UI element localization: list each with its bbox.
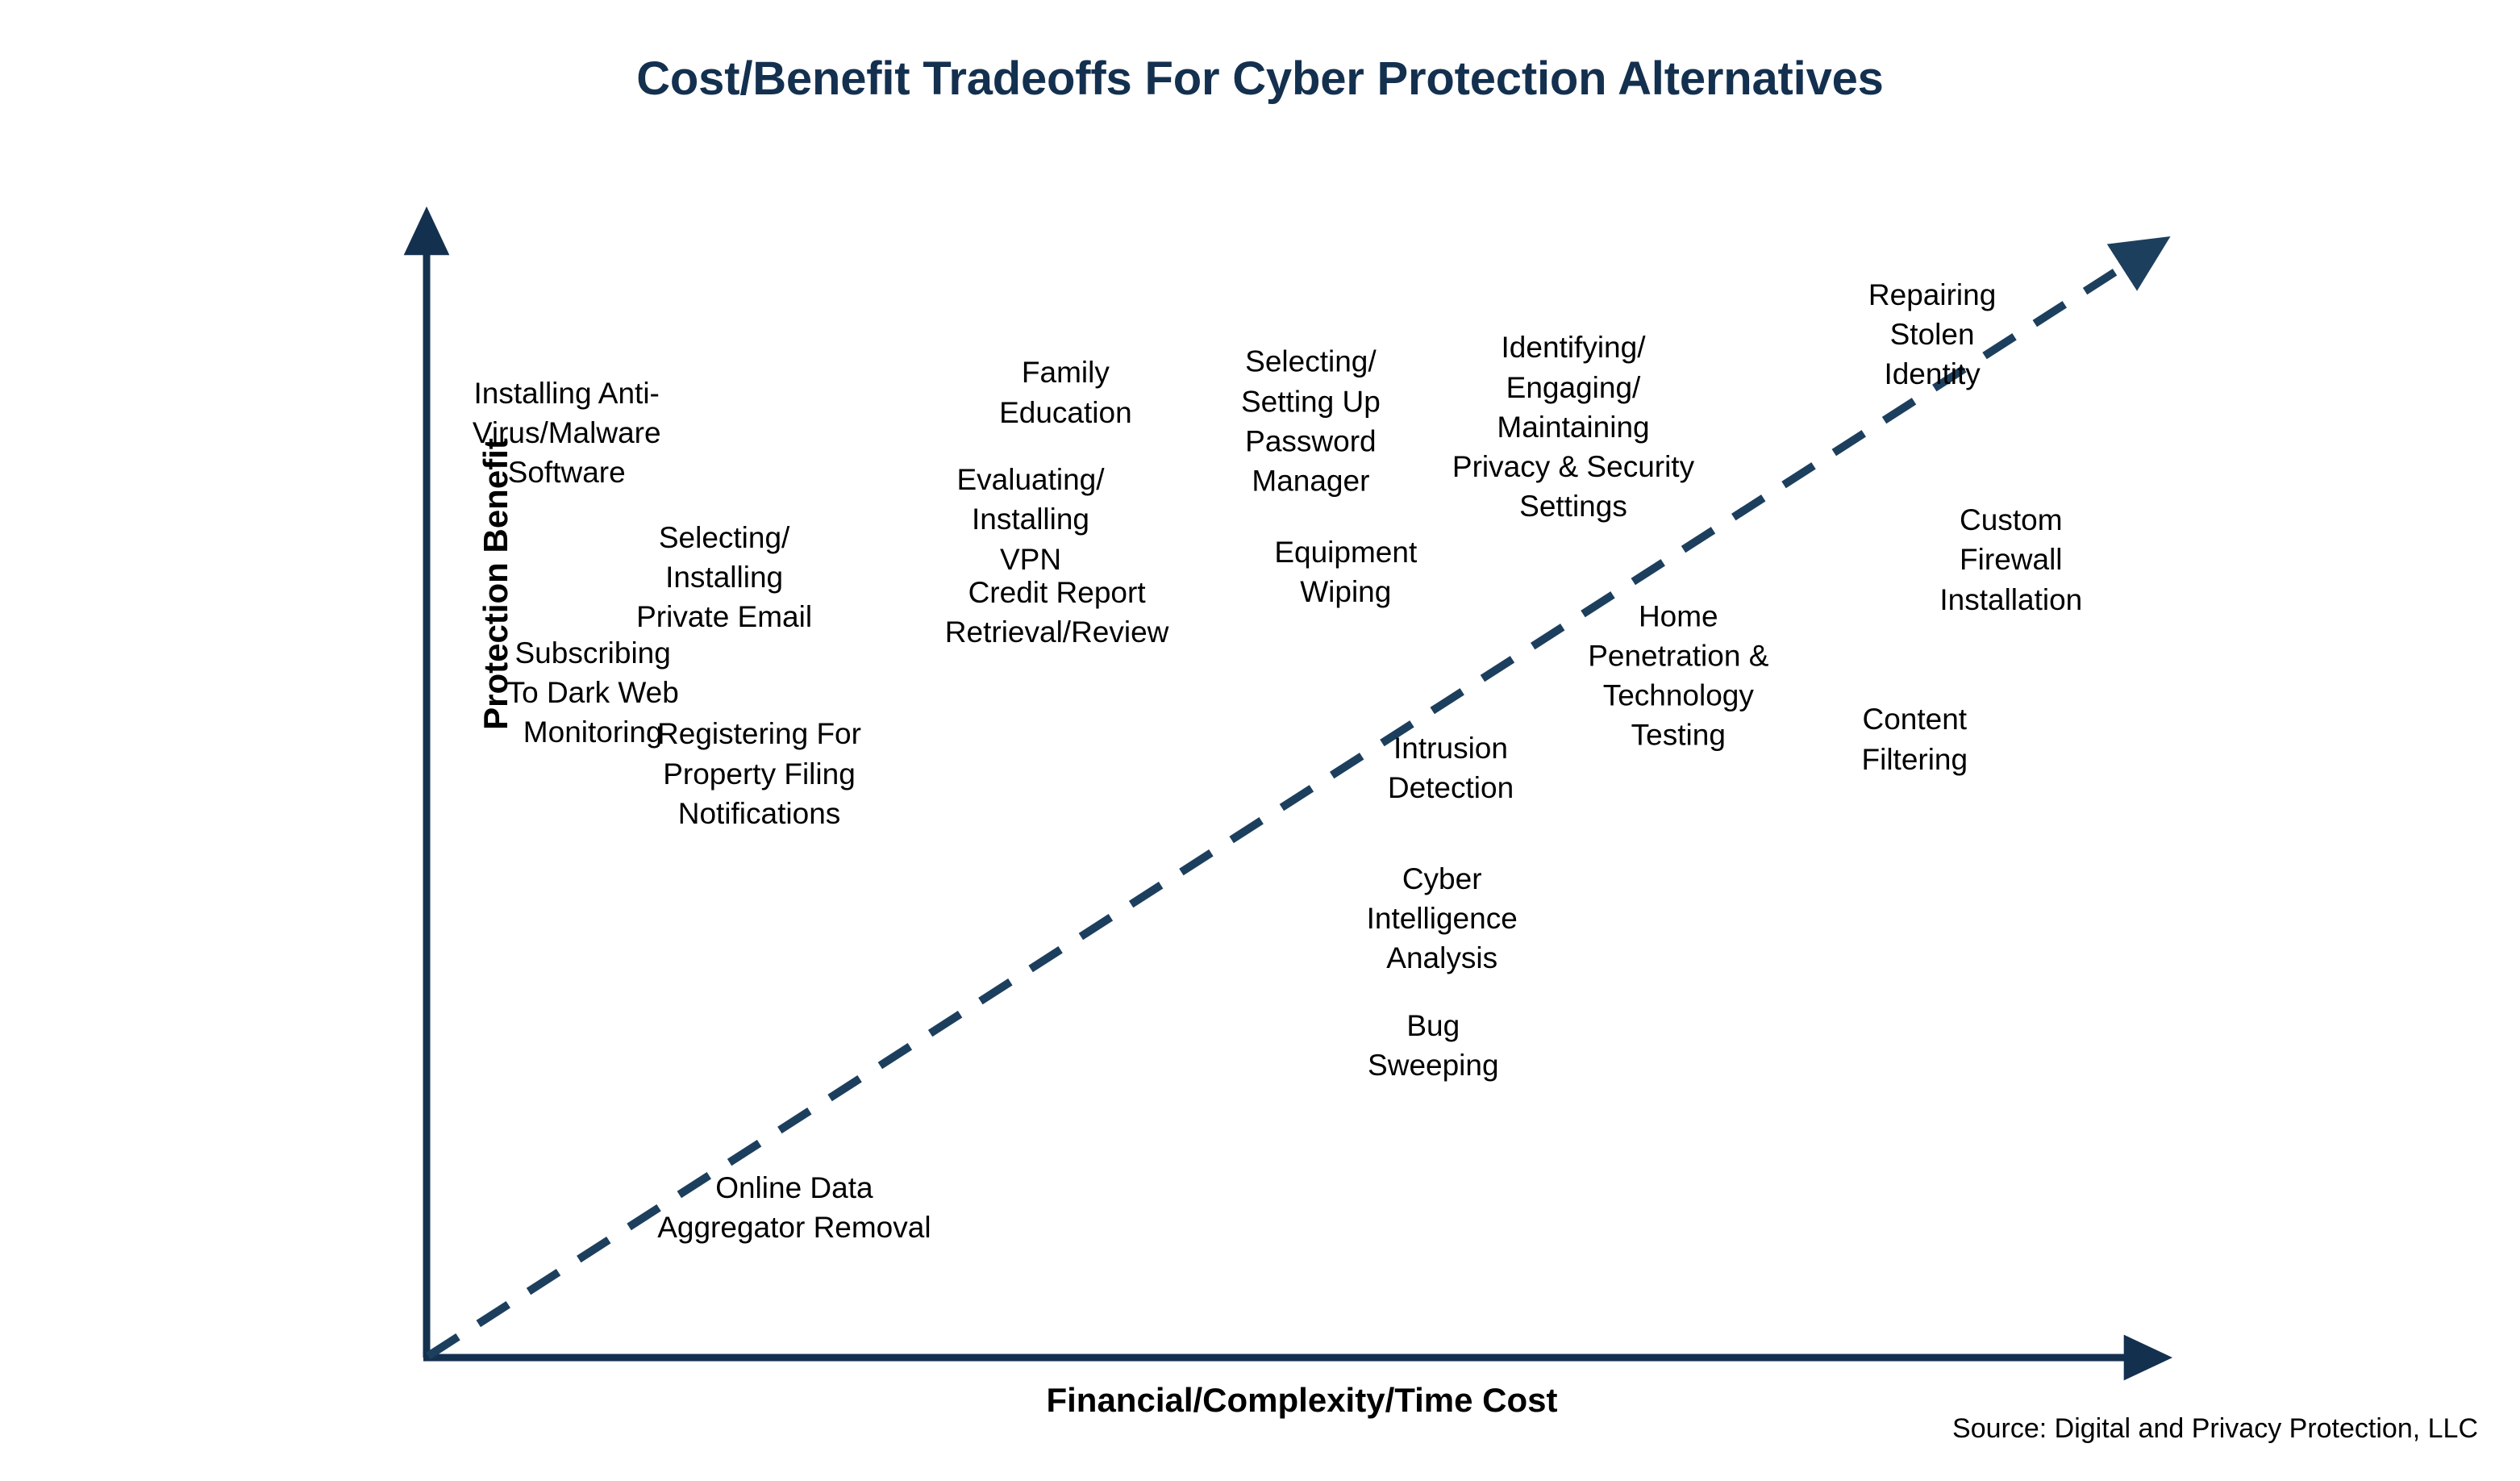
data-point-label: Credit Report Retrieval/Review [944,575,1169,649]
data-point-label: Home Penetration & Technology Testing [1588,599,1769,752]
data-point-label: Equipment Wiping [1274,535,1418,608]
data-point-label: Custom Firewall Installation [1939,503,2083,616]
data-point-label: Subscribing To Dark Web Monitoring [506,636,679,749]
data-point-label: Selecting/ Setting Up Password Manager [1241,344,1381,498]
data-point-label: Selecting/ Installing Private Email [636,520,813,634]
data-point-label: Repairing Stolen Identity [1868,277,1997,391]
data-point-label: Evaluating/ Installing VPN [956,463,1105,576]
data-point-label: Content Filtering [1861,703,1968,776]
data-point-label: Bug Sweeping [1368,1008,1499,1083]
source-attribution: Source: Digital and Privacy Protection, … [1952,1413,2478,1444]
data-point-label: Identifying/ Engaging/ Maintaining Priva… [1452,331,1695,524]
data-point-label: Cyber Intelligence Analysis [1366,861,1518,975]
x-axis-title: Financial/Complexity/Time Cost [1046,1381,1558,1419]
page-title: Cost/Benefit Tradeoffs For Cyber Protect… [636,52,1884,105]
data-point-label: Installing Anti- Virus/Malware Software [472,376,661,490]
data-point-label: Online Data Aggregator Removal [657,1170,931,1244]
data-point-label: Registering For Property Filing Notifica… [657,717,861,830]
data-point-label: Intrusion Detection [1387,731,1514,805]
data-point-label: Family Education [999,356,1132,429]
